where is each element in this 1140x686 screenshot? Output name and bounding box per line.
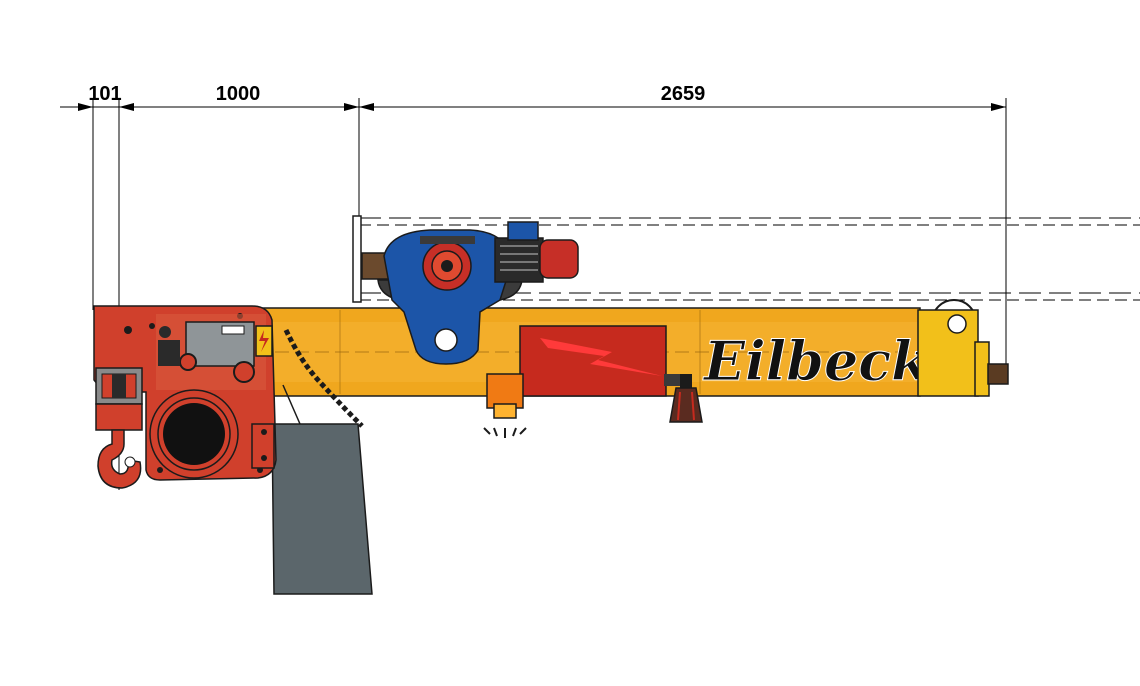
lightning-icon xyxy=(540,338,662,376)
hoist xyxy=(93,305,277,481)
chain xyxy=(282,328,364,428)
warning-lightning-icon xyxy=(259,330,269,352)
rope-drum-icon xyxy=(149,389,239,479)
trolley-motor xyxy=(494,221,579,283)
control-box xyxy=(519,325,684,397)
end-cap xyxy=(917,299,1009,397)
horn-icon xyxy=(669,374,703,423)
dimension-label-1000: 1000 xyxy=(216,83,261,105)
brand-logo: Eilbeck xyxy=(702,329,929,393)
dimension-label-101: 101 xyxy=(88,83,121,105)
dimension-label-2659: 2659 xyxy=(661,83,706,105)
trolley-drive-wheel-icon xyxy=(420,236,475,291)
dimension-lines xyxy=(60,98,1007,490)
hook-icon xyxy=(95,367,143,489)
beacon-lamp-icon xyxy=(483,373,527,438)
counterweight xyxy=(271,423,373,595)
trolley xyxy=(361,221,579,365)
